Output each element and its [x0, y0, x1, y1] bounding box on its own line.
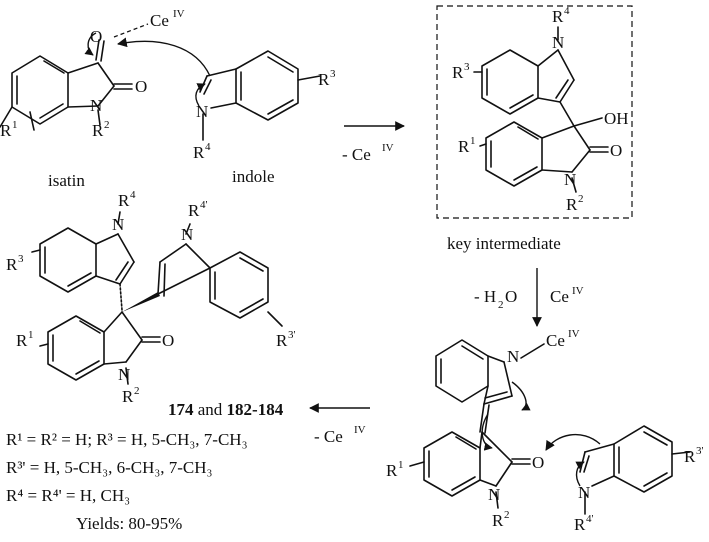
indole-r4: R: [193, 143, 205, 162]
ai-o: O: [532, 453, 544, 472]
minus-ce-2: - Ce: [314, 427, 343, 446]
isatin-lactam-o: O: [135, 77, 147, 96]
svg-text:3': 3': [696, 445, 704, 457]
substituents-line-3: R⁴ = R⁴' = H, CH₃: [6, 486, 131, 505]
prod-n-second: N: [181, 225, 193, 244]
indole-r3: R: [318, 70, 330, 89]
ki-n-oxindole: N: [564, 170, 576, 189]
svg-text:2: 2: [498, 299, 504, 311]
svg-text:1: 1: [28, 329, 34, 341]
alkylidene-intermediate-structure: [409, 339, 691, 515]
compound-and: and: [193, 400, 227, 419]
prod-n-upper: N: [112, 215, 124, 234]
compound-174: 174: [168, 400, 194, 419]
ki-r3: R: [452, 63, 464, 82]
ai-n-indolium: N: [507, 347, 519, 366]
svg-text:2: 2: [578, 193, 584, 205]
isatin-r2: R: [92, 121, 104, 140]
nu-indole-r4p: R: [574, 515, 586, 534]
svg-text:4: 4: [130, 189, 136, 201]
svg-text:3: 3: [330, 68, 336, 80]
ce-label-1: Ce: [150, 11, 169, 30]
svg-text:2: 2: [104, 119, 110, 131]
isatin-structure: [0, 23, 149, 131]
ki-oh: OH: [604, 109, 629, 128]
svg-text:IV: IV: [354, 424, 366, 436]
svg-text:2: 2: [134, 385, 140, 397]
prod-r4p: R: [188, 201, 200, 220]
svg-text:IV: IV: [382, 142, 394, 154]
prod-r1: R: [16, 331, 28, 350]
nu-indole-n: N: [578, 483, 590, 502]
svg-text:1: 1: [398, 459, 404, 471]
ki-r2: R: [566, 195, 578, 214]
prod-r4: R: [118, 191, 130, 210]
svg-text:3': 3': [288, 329, 296, 341]
svg-text:2: 2: [504, 509, 510, 521]
indole-n: N: [196, 102, 208, 121]
svg-text:4: 4: [564, 5, 570, 17]
svg-text:IV: IV: [568, 328, 580, 340]
attack-arrow-1: [117, 37, 211, 77]
svg-text:3: 3: [464, 61, 470, 73]
ce-ox-1: IV: [173, 8, 185, 20]
ki-o: O: [610, 141, 622, 160]
svg-text:4': 4': [586, 513, 594, 525]
isatin-r1: R: [0, 121, 12, 140]
svg-text:IV: IV: [572, 285, 584, 297]
key-intermediate-structure: [473, 26, 609, 193]
ai-n-oxindole: N: [488, 485, 500, 504]
ce-reagent: Ce: [550, 287, 569, 306]
prod-r2: R: [122, 387, 134, 406]
svg-text:3: 3: [18, 253, 24, 265]
minus-ce-1: - Ce: [342, 145, 371, 164]
key-intermediate-label: key intermediate: [447, 234, 561, 253]
minus-h2o: - H: [474, 287, 496, 306]
svg-text:O: O: [505, 287, 517, 306]
prod-n-oxindole: N: [118, 365, 130, 384]
isatin-n: N: [90, 96, 102, 115]
product-compound-ids: 174 and 182-184: [168, 400, 283, 420]
indole-label: indole: [232, 167, 275, 186]
ai-ce: Ce: [546, 331, 565, 350]
isatin-carbonyl-o: O: [90, 27, 102, 46]
ai-r2: R: [492, 511, 504, 530]
svg-text:4: 4: [205, 141, 211, 153]
ki-r1: R: [458, 137, 470, 156]
ai-r1: R: [386, 461, 398, 480]
indole-structure: [195, 50, 321, 141]
compound-182-184: 182-184: [226, 400, 284, 419]
isatin-label: isatin: [48, 171, 85, 190]
yields-text: Yields: 80-95%: [76, 514, 183, 533]
svg-text:1: 1: [470, 135, 476, 147]
nu-indole-r3p: R: [684, 447, 696, 466]
prod-r3p: R: [276, 331, 288, 350]
prod-r3: R: [6, 255, 18, 274]
ki-n-indole: N: [552, 33, 564, 52]
svg-text:4': 4': [200, 199, 208, 211]
substituents-line-1: R¹ = R² = H; R³ = H, 5-CH₃, 7-CH₃: [6, 430, 248, 449]
substituents-line-2: R³' = H, 5-CH₃, 6-CH₃, 7-CH₃: [6, 458, 213, 477]
ki-r4: R: [552, 7, 564, 26]
prod-o: O: [162, 331, 174, 350]
svg-text:1: 1: [12, 119, 18, 131]
product-structure: [31, 211, 283, 385]
key-intermediate-box: [436, 5, 633, 219]
